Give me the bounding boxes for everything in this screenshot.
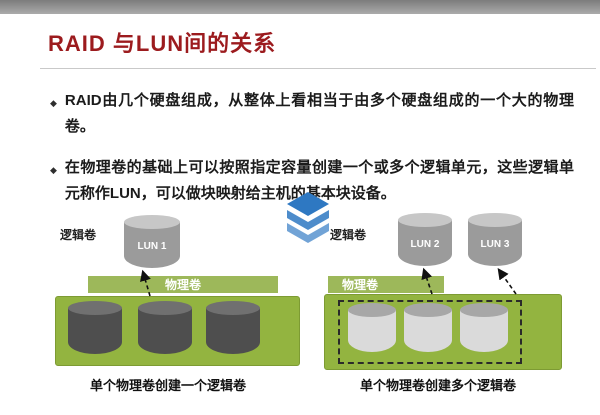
bullet-text-1: RAID由几个硬盘组成，从整体上看相当于由多个硬盘组成的一个大的物理卷。 bbox=[64, 92, 574, 135]
title-divider bbox=[40, 68, 596, 69]
bullet-diamond-icon: ◆ bbox=[50, 98, 57, 108]
watermark-logo bbox=[281, 190, 335, 249]
right-physical-volume-label: 物理卷 bbox=[342, 278, 379, 292]
lun1-cylinder: LUN 1 bbox=[124, 215, 180, 268]
right-physical-volume-strip: 物理卷 bbox=[328, 276, 444, 293]
arrow-box-to-lun3 bbox=[497, 268, 517, 295]
right-disk-cylinder-1 bbox=[348, 303, 396, 352]
right-diagram-caption: 单个物理卷创建多个逻辑卷 bbox=[360, 378, 517, 393]
right-lun-partition-dashed-outline bbox=[338, 300, 522, 364]
lun2-label: LUN 2 bbox=[410, 239, 440, 250]
left-diagram-caption: 单个物理卷创建一个逻辑卷 bbox=[90, 378, 247, 393]
lun2-cylinder: LUN 2 bbox=[398, 213, 452, 266]
window-top-edge bbox=[0, 0, 600, 14]
bullet-diamond-icon: ◆ bbox=[50, 165, 57, 175]
right-disk-cylinder-3 bbox=[460, 303, 508, 352]
lun1-label: LUN 1 bbox=[137, 241, 167, 252]
stacked-diamond-logo-icon bbox=[287, 192, 329, 243]
left-disk-cylinder-1 bbox=[68, 301, 122, 354]
right-disk-cylinder-2 bbox=[404, 303, 452, 352]
left-disk-cylinder-3 bbox=[206, 301, 260, 354]
left-physical-volume-label: 物理卷 bbox=[164, 278, 201, 292]
lun3-label: LUN 3 bbox=[480, 239, 510, 250]
slide-title: RAID 与LUN间的关系 bbox=[48, 31, 277, 56]
left-physical-volume-strip: 物理卷 bbox=[88, 276, 278, 293]
lun3-cylinder: LUN 3 bbox=[468, 213, 522, 266]
left-disk-cylinder-2 bbox=[138, 301, 192, 354]
right-logical-volume-label: 逻辑卷 bbox=[330, 228, 367, 242]
left-logical-volume-label: 逻辑卷 bbox=[60, 228, 97, 242]
bullet-item-1: ◆ RAID由几个硬盘组成，从整体上看相当于由多个硬盘组成的一个大的物理卷。 bbox=[50, 88, 574, 139]
